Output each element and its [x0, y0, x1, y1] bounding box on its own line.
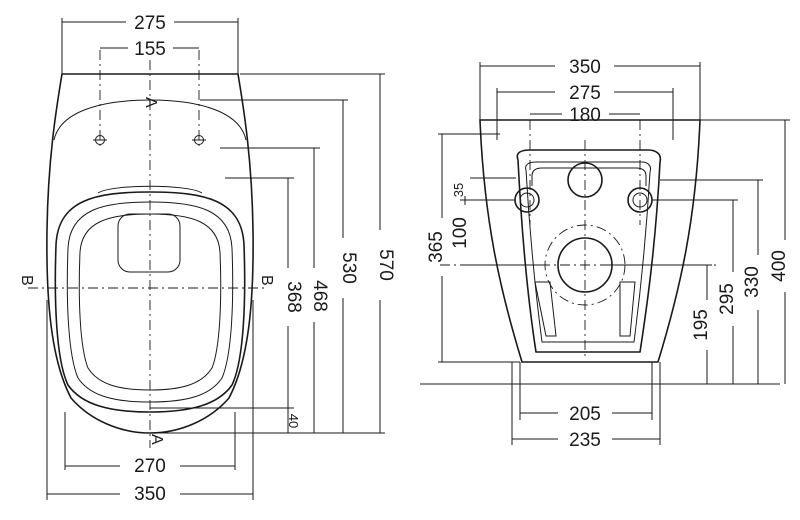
dim-right-368: 368 — [283, 281, 304, 313]
dim-rear-350: 350 — [569, 57, 601, 78]
section-mark-b-right: B — [258, 275, 275, 286]
dim-rear-100: 100 — [450, 217, 471, 249]
dim-rear-330: 330 — [742, 266, 763, 298]
section-mark-a-bottom: A — [148, 434, 165, 445]
dim-top-275: 275 — [134, 13, 166, 34]
recess-inner — [525, 161, 651, 343]
section-mark-b-left: B — [18, 275, 35, 286]
top-bracket — [531, 167, 647, 186]
dim-right-530: 530 — [338, 252, 359, 284]
dim-rear-400: 400 — [769, 250, 790, 282]
dim-rear-195: 195 — [691, 309, 712, 341]
dim-rear-275: 275 — [569, 83, 601, 104]
dim-rear-205: 205 — [569, 404, 601, 425]
dim-bottom-270: 270 — [134, 456, 166, 477]
dim-right-570: 570 — [375, 249, 396, 281]
rear-body-outline — [479, 119, 701, 363]
flush-plate — [117, 213, 181, 273]
rear-view: 350 275 180 365 100 35 195 295 330 — [420, 57, 790, 451]
dim-rear-35: 35 — [451, 183, 466, 197]
dim-rear-235: 235 — [569, 430, 601, 451]
seat-opening — [78, 213, 222, 391]
dim-rear-180: 180 — [569, 105, 601, 126]
dim-bottom-350: 350 — [134, 484, 166, 505]
rib-left — [534, 281, 557, 337]
seat-outer — [54, 191, 246, 413]
dim-right-40: 40 — [286, 414, 301, 428]
dim-top-155: 155 — [134, 39, 166, 60]
rib-right — [619, 281, 636, 337]
dim-rear-295: 295 — [717, 283, 738, 315]
dim-rear-365: 365 — [426, 231, 447, 263]
dim-right-468: 468 — [309, 280, 330, 312]
recess-outer — [516, 149, 662, 353]
section-mark-a-top: A — [142, 97, 159, 108]
top-view: A A B B 275 155 270 350 570 — [18, 13, 396, 505]
